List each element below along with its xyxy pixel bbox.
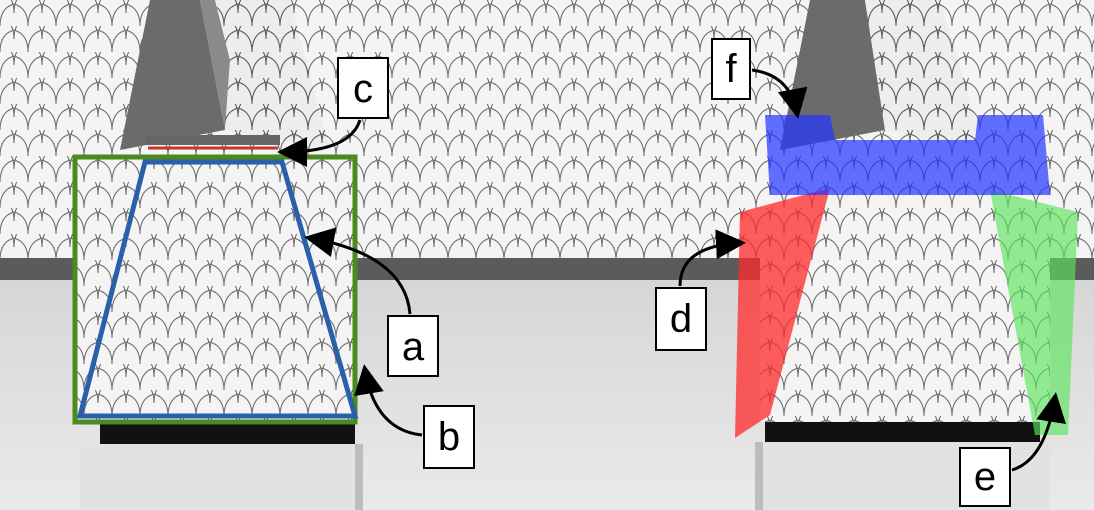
label-d-text: d xyxy=(670,297,692,341)
red-overlay xyxy=(735,188,830,438)
label-e: e xyxy=(959,447,1011,507)
label-f-text: f xyxy=(725,47,737,91)
left-dormer xyxy=(72,0,363,510)
left-dormer-body xyxy=(75,157,355,422)
arrow-d xyxy=(678,229,746,287)
arrow-a xyxy=(304,227,412,315)
right-column-shade xyxy=(755,442,763,510)
right-peak-light xyxy=(865,0,985,150)
label-d: d xyxy=(655,287,707,351)
label-b-text: b xyxy=(438,415,460,459)
left-ridge-cap xyxy=(145,135,280,145)
arrow-e xyxy=(1011,392,1066,472)
label-b: b xyxy=(423,405,475,469)
left-peak-mid xyxy=(200,0,230,130)
blue-trapezoid xyxy=(76,159,359,419)
blue-overlay xyxy=(765,115,1050,195)
left-dormer-base-shadow xyxy=(100,424,355,444)
label-a-text: a xyxy=(402,325,425,369)
label-f-box xyxy=(711,38,751,100)
arrow-b xyxy=(354,364,423,437)
green-bounding-box xyxy=(72,154,358,425)
right-dormer-base-shadow xyxy=(765,422,1040,442)
label-c-box xyxy=(337,57,389,119)
label-e-box xyxy=(959,447,1011,507)
label-b-box xyxy=(423,405,475,469)
label-d-box xyxy=(655,287,707,351)
arrow-c xyxy=(277,119,362,167)
left-peak-light xyxy=(215,0,330,150)
label-c: c xyxy=(337,57,389,119)
label-a: a xyxy=(387,315,439,377)
label-e-text: e xyxy=(974,455,996,499)
left-column-shade xyxy=(355,444,363,510)
right-dormer xyxy=(735,0,1078,510)
left-dormer-column xyxy=(80,444,360,510)
label-c-text: c xyxy=(353,67,373,111)
label-a-box xyxy=(387,315,439,377)
green-overlay xyxy=(990,190,1078,435)
left-peak-dark xyxy=(120,0,225,150)
arrow-f xyxy=(751,68,808,119)
label-f: f xyxy=(711,38,751,100)
